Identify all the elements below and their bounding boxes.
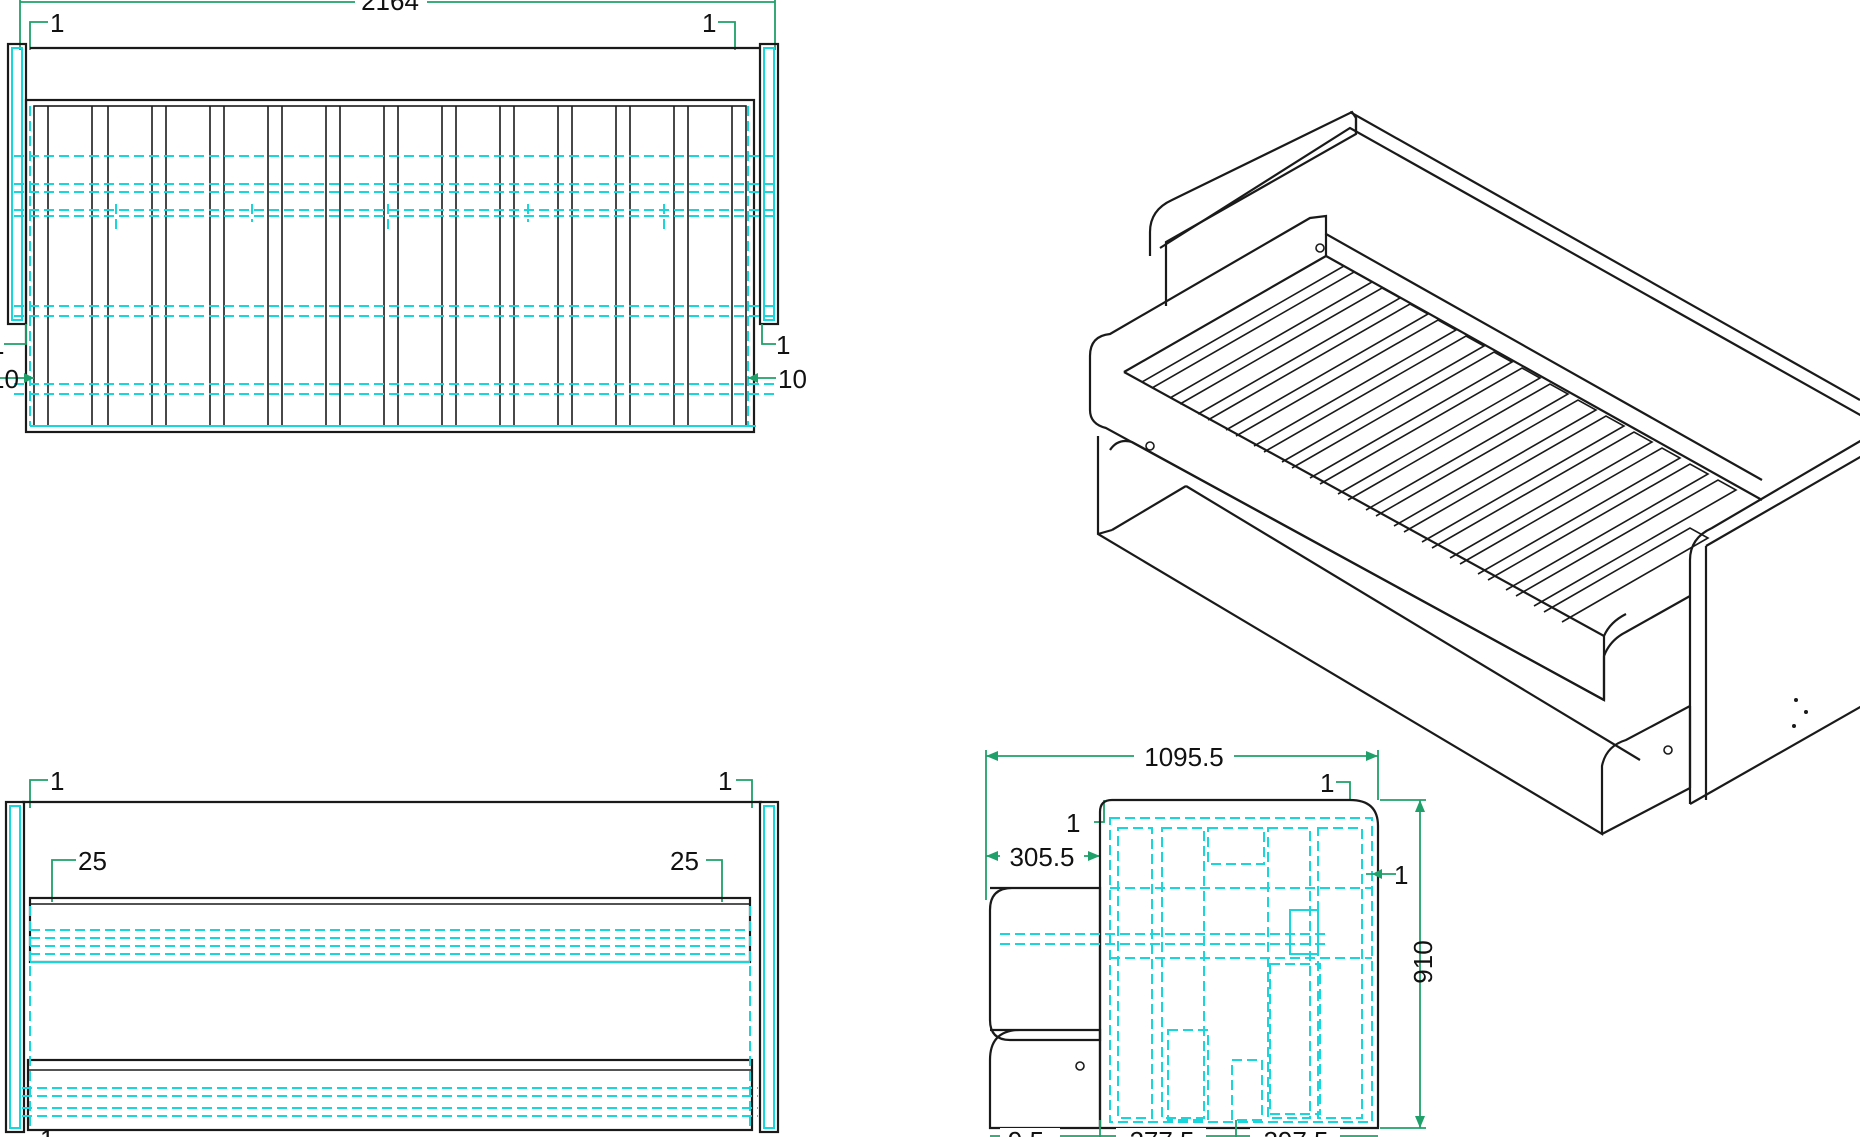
dim-inset-left: 10 — [0, 364, 19, 394]
top-view: 2164 1 1 — [0, 0, 807, 434]
dim-side-gap-right: 1 — [1394, 860, 1408, 890]
dim-gap-left-mid: 1 — [0, 330, 4, 360]
dim-front-gap-bottom: 1 — [40, 1124, 54, 1137]
dim-bottom-left: 9.5 — [1008, 1126, 1044, 1137]
dim-bottom-right: 297.5 — [1263, 1126, 1328, 1137]
top-view-slats — [47, 106, 733, 426]
front-view: 1 1 25 25 1 — [4, 766, 780, 1137]
dim-side-gap-top-left: 1 — [1066, 808, 1080, 838]
dim-rail-left: 25 — [78, 846, 107, 876]
dim-gap-left-top: 1 — [50, 8, 64, 38]
dim-overall-depth: 1095.5 — [1144, 742, 1224, 772]
dim-rail-right: 25 — [670, 846, 699, 876]
dim-drawer-offset: 305.5 — [1009, 842, 1074, 872]
isometric-view — [1088, 110, 1860, 836]
dim-side-height: 910 — [1408, 940, 1438, 983]
dim-front-gap-left-top: 1 — [50, 766, 64, 796]
dim-front-gap-right-top: 1 — [718, 766, 732, 796]
iso-slats — [1123, 255, 1738, 623]
dim-bottom-mid: 277.5 — [1129, 1126, 1194, 1137]
dim-gap-right-mid: 1 — [776, 330, 790, 360]
side-view: 1095.5 1 1 305.5 1 — [985, 740, 1438, 1137]
dim-side-gap-top-right: 1 — [1320, 768, 1334, 798]
dim-inset-right: 10 — [778, 364, 807, 394]
dim-gap-right-top: 1 — [702, 8, 716, 38]
dim-overall-width: 2164 — [361, 0, 419, 16]
